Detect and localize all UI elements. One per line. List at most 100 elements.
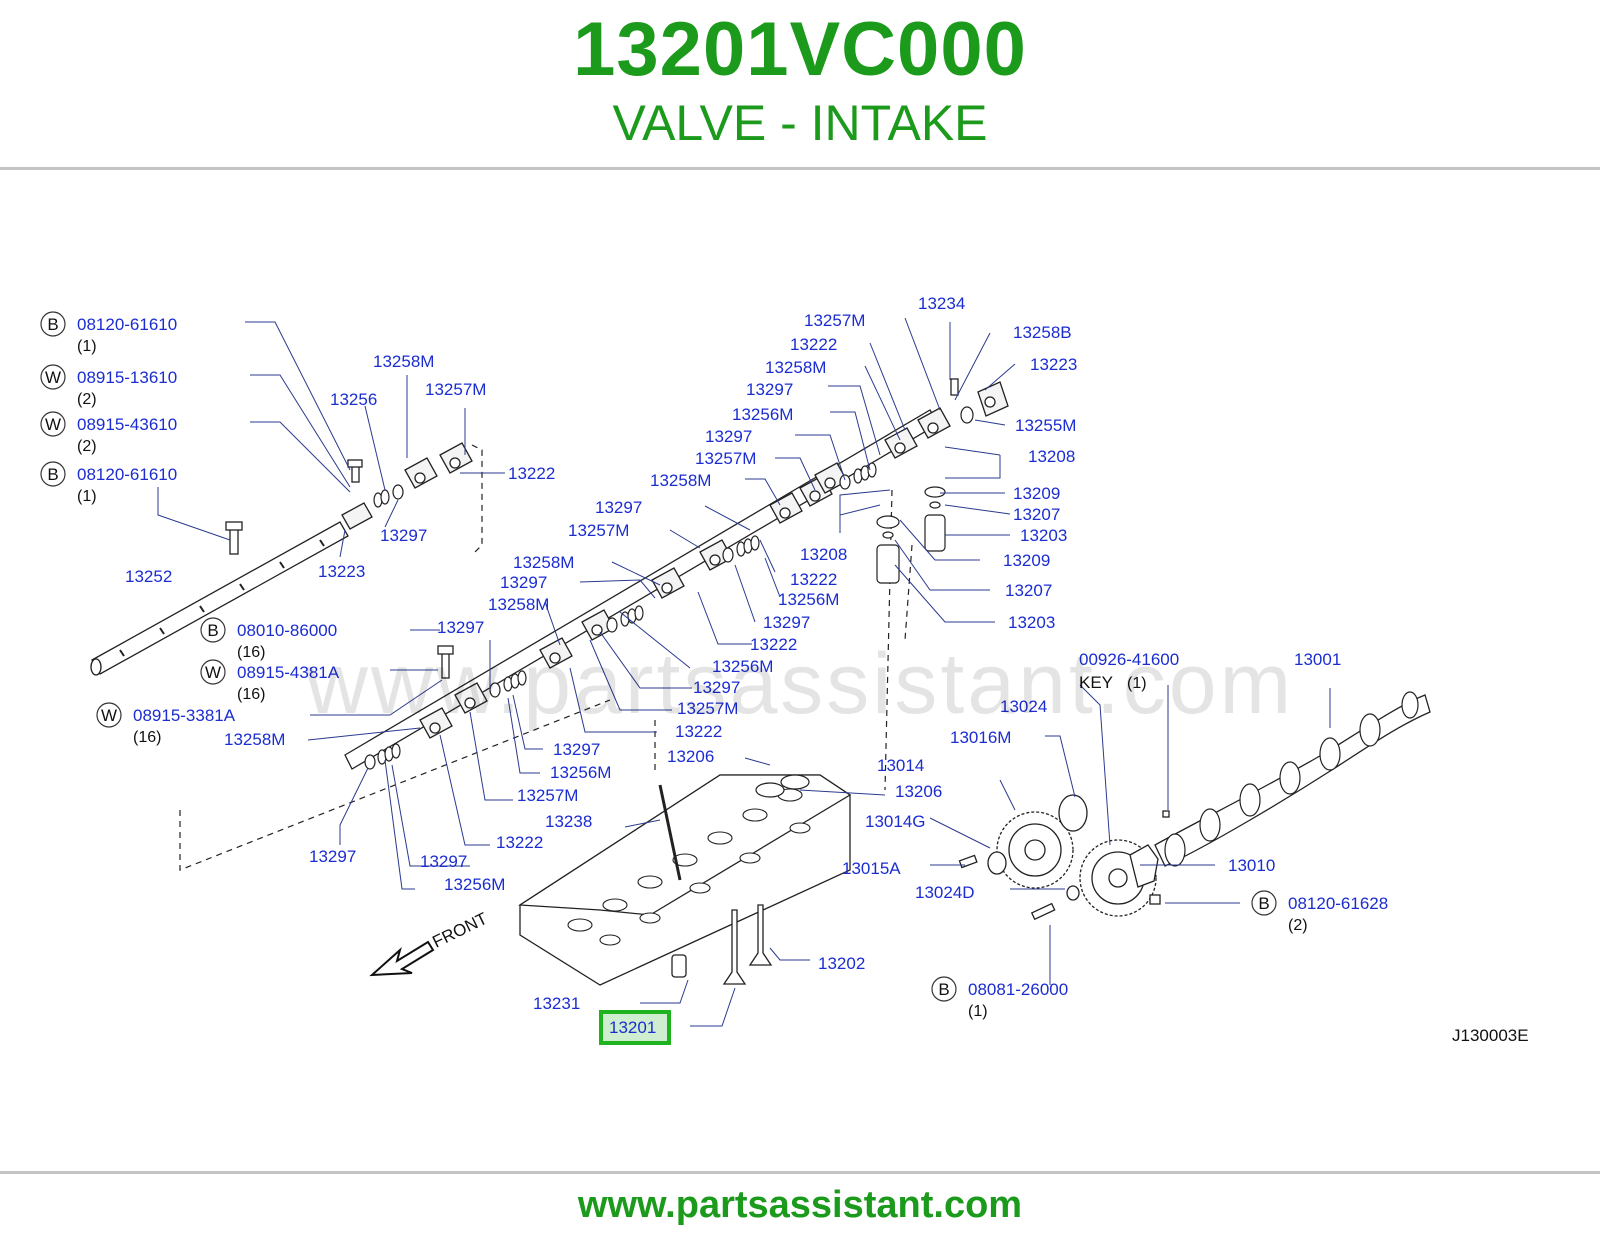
svg-text:(2): (2) [77,438,97,455]
part-label[interactable]: 13207 [1005,581,1052,600]
part-label[interactable]: 13208 [800,545,847,564]
part-label[interactable]: 13258M [488,595,549,614]
part-label[interactable]: 13297 [420,852,467,871]
badge-6: W 08915-4381A (16) [200,659,340,703]
part-label[interactable]: 13297 [437,618,484,637]
part-label[interactable]: 13256 [330,390,377,409]
part-label[interactable]: 13024D [915,883,975,902]
part-label[interactable]: 13202 [818,954,865,973]
part-label[interactable]: 13231 [533,994,580,1013]
part-label[interactable]: 13256M [550,763,611,782]
highlighted-part-label[interactable]: 13201 [609,1018,656,1037]
leader-lines [157,317,1331,1027]
part-label[interactable]: 13209 [1003,551,1050,570]
part-code[interactable]: 08915-3381A [133,706,236,725]
part-label[interactable]: 13256M [778,590,839,609]
part-label[interactable]: 13209 [1013,484,1060,503]
part-label[interactable]: 13010 [1228,856,1275,875]
part-label[interactable]: 13223 [318,562,365,581]
badge-3: W 08915-43610 (2) [40,411,177,455]
part-label[interactable]: 13252 [125,567,172,586]
part-label[interactable]: 13297 [553,740,600,759]
shaft-bolts [225,378,959,679]
svg-text:(2): (2) [77,391,97,408]
part-label[interactable]: 13256M [732,405,793,424]
footer-website-link[interactable]: www.partsassistant.com [577,1184,1023,1226]
diagram-reference-code: J130003E [1452,1026,1529,1045]
part-code[interactable]: 08915-4381A [237,663,340,682]
part-label[interactable]: 13257M [695,449,756,468]
svg-text:W: W [101,706,117,725]
part-label[interactable]: 13256M [712,657,773,676]
part-label[interactable]: 13297 [309,847,356,866]
part-code[interactable]: 08120-61610 [77,315,177,334]
badge-5: B 08010-86000 (16) [200,617,337,661]
part-label[interactable]: 13206 [667,747,714,766]
part-code[interactable]: 08120-61610 [77,465,177,484]
part-label[interactable]: 13014 [877,756,924,775]
svg-text:(16): (16) [237,644,265,661]
part-label[interactable]: 13258M [224,730,285,749]
part-code[interactable]: 08915-13610 [77,368,177,387]
part-label[interactable]: 13222 [496,833,543,852]
part-label[interactable]: 13206 [895,782,942,801]
key-part: 00926-41600 KEY (1) [1079,650,1179,692]
svg-text:B: B [47,315,58,334]
part-code[interactable]: 08120-61628 [1288,894,1388,913]
part-label[interactable]: 13297 [693,678,740,697]
badge-8: B 08120-61628 (2) [1251,890,1388,934]
part-name-subtitle: VALVE - INTAKE [612,95,988,151]
rocker-shaft-left [90,521,349,676]
camshaft [1154,691,1431,867]
part-label[interactable]: 13297 [746,380,793,399]
badge-2: W 08915-13610 (2) [40,364,177,408]
part-label[interactable]: 13297 [380,526,427,545]
part-code[interactable]: 08915-43610 [77,415,177,434]
timing-gears [958,794,1170,921]
part-label[interactable]: 13208 [1028,447,1075,466]
part-label[interactable]: 13297 [595,498,642,517]
part-label[interactable]: 13014G [865,812,926,831]
part-label[interactable]: 13203 [1020,526,1067,545]
part-label[interactable]: 13257M [517,786,578,805]
part-label[interactable]: 13297 [763,613,810,632]
svg-text:(16): (16) [133,729,161,746]
part-label[interactable]: 13258M [765,358,826,377]
svg-text:B: B [207,621,218,640]
part-callouts: 13258M 13257M 13256 13222 13297 13223 13… [125,294,1341,1045]
part-label[interactable]: 13255M [1015,416,1076,435]
part-label[interactable]: 13222 [675,722,722,741]
part-label[interactable]: 13207 [1013,505,1060,524]
part-label[interactable]: 13016M [950,728,1011,747]
part-label[interactable]: 13222 [790,335,837,354]
part-label[interactable]: 13258M [513,553,574,572]
part-code[interactable]: 00926-41600 [1079,650,1179,669]
badge-1: B 08120-61610 (1) [40,311,177,355]
header-divider [0,167,1600,170]
part-label[interactable]: 13258B [1013,323,1072,342]
part-label[interactable]: 13297 [500,573,547,592]
part-label[interactable]: 13222 [508,464,555,483]
badge-4: B 08120-61610 (1) [40,461,177,505]
part-label[interactable]: 13223 [1030,355,1077,374]
part-label[interactable]: 13001 [1294,650,1341,669]
part-label[interactable]: 13203 [1008,613,1055,632]
part-label[interactable]: 13257M [568,521,629,540]
part-label[interactable]: 13238 [545,812,592,831]
part-code[interactable]: 08010-86000 [237,621,337,640]
part-label[interactable]: 13257M [677,699,738,718]
part-label[interactable]: 13222 [750,635,797,654]
part-label[interactable]: 13222 [790,570,837,589]
part-code[interactable]: 08081-26000 [968,980,1068,999]
part-label[interactable]: 13257M [425,380,486,399]
part-label[interactable]: 13024 [1000,697,1047,716]
part-label[interactable]: 13015A [842,859,901,878]
part-label[interactable]: 13256M [444,875,505,894]
part-label[interactable]: 13234 [918,294,965,313]
badge-9: B 08081-26000 (1) [931,976,1068,1020]
part-label[interactable]: 13297 [705,427,752,446]
dashed-guides [179,444,913,871]
part-label[interactable]: 13258M [650,471,711,490]
part-label[interactable]: 13258M [373,352,434,371]
part-label[interactable]: 13257M [804,311,865,330]
